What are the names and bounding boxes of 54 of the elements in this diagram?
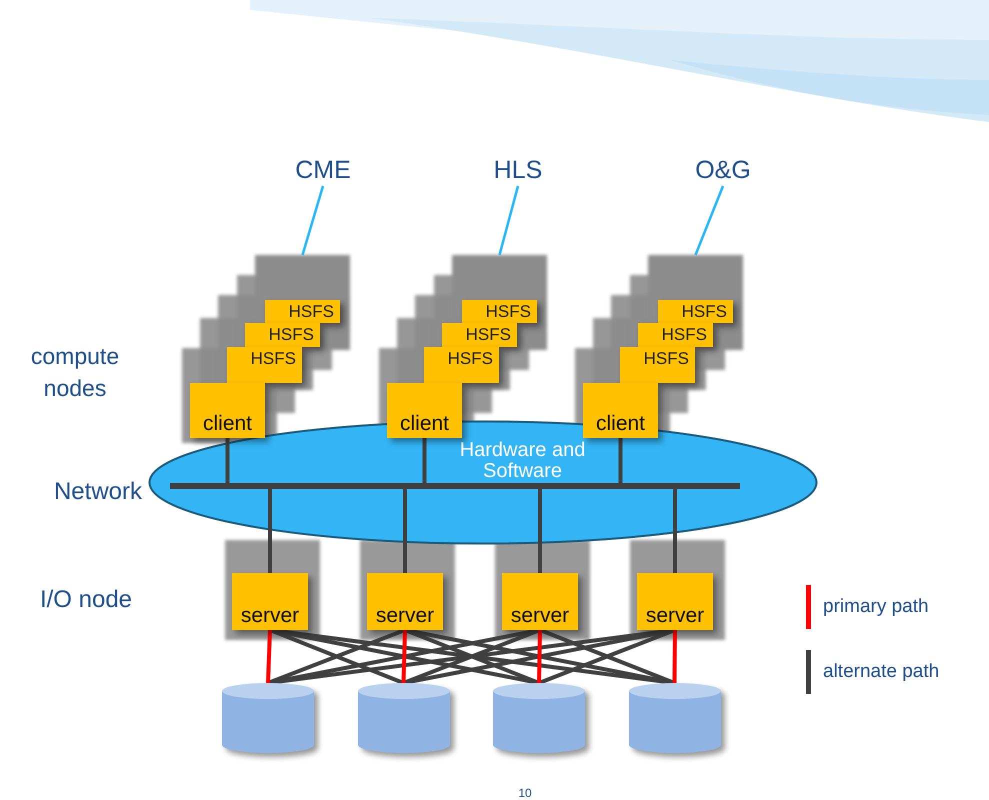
box-label: server	[240, 605, 300, 626]
network-bus	[170, 483, 740, 489]
hsfs-box	[424, 347, 499, 383]
server-box	[232, 573, 308, 630]
primary-path-line	[402, 630, 407, 684]
box-label: server	[646, 605, 704, 626]
leader-line	[694, 186, 724, 256]
box-label: HSFS	[448, 350, 493, 367]
domain-label: HLS	[494, 155, 542, 186]
legend-label: primary path	[823, 594, 929, 618]
network-link	[268, 489, 272, 573]
network-link	[422, 438, 426, 483]
primary-path-line	[672, 630, 677, 684]
network-link	[538, 489, 542, 573]
domain-label: O&G	[695, 155, 751, 186]
primary-path-line	[537, 630, 542, 684]
leader-line	[498, 186, 520, 256]
network-link	[618, 438, 622, 483]
primary-path-line	[266, 630, 272, 684]
box-label: client	[400, 413, 450, 434]
box-label: HSFS	[644, 350, 689, 367]
box-label: HSFS	[486, 303, 531, 320]
client-box	[190, 383, 265, 438]
box-label: server	[510, 605, 570, 626]
side-label: I/O node	[40, 586, 132, 613]
hsfs-box	[442, 323, 517, 347]
domain-label: CME	[295, 155, 351, 186]
box-label: server	[376, 605, 434, 626]
hsfs-box	[620, 347, 695, 383]
hsfs-box	[245, 323, 320, 347]
server-box	[637, 573, 713, 630]
client-box	[387, 383, 462, 438]
server-box	[502, 573, 578, 630]
box-label: client	[596, 413, 646, 434]
box-label: HSFS	[250, 350, 296, 367]
box-label: HSFS	[662, 326, 707, 343]
network-link	[673, 489, 677, 573]
server-box	[367, 573, 443, 630]
box-label: HSFS	[682, 303, 727, 320]
legend-label: alternate path	[823, 660, 940, 684]
hsfs-box	[638, 323, 713, 347]
leader-line	[301, 186, 324, 256]
page-number: 10	[518, 786, 532, 800]
network-link	[403, 489, 407, 573]
box-label: HSFS	[288, 303, 334, 320]
network-link	[226, 438, 230, 483]
side-label: Network	[54, 478, 142, 505]
box-label: HSFS	[268, 326, 314, 343]
hsfs-box	[227, 347, 302, 383]
side-label: compute nodes	[30, 343, 120, 401]
client-box	[583, 383, 658, 438]
network-label: Hardware and Software	[458, 440, 586, 482]
box-label: client	[202, 413, 252, 434]
box-label: HSFS	[466, 326, 511, 343]
